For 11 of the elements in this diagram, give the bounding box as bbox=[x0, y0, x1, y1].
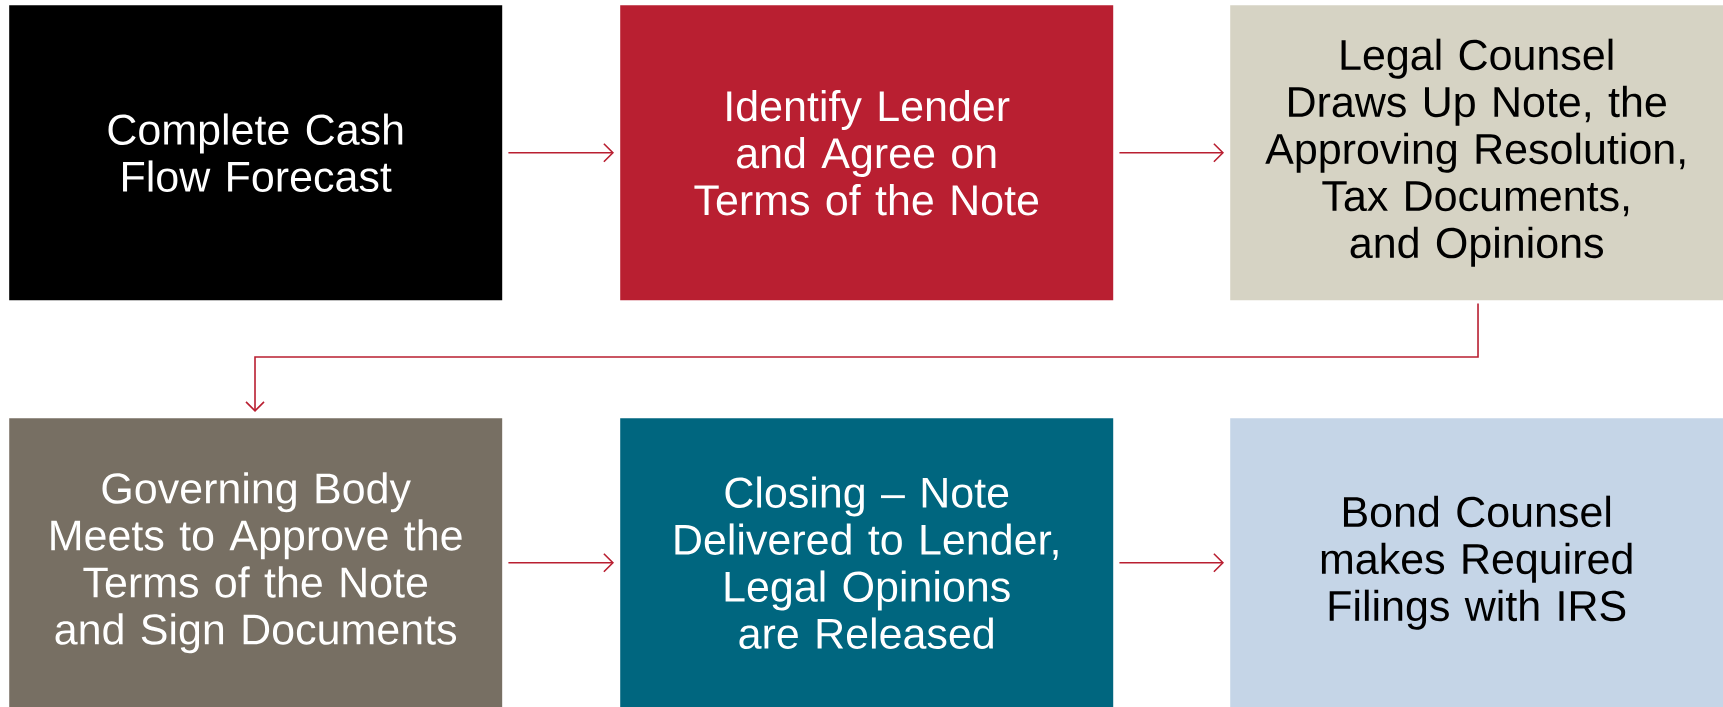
process-box: Complete Cash Flow Forecast bbox=[9, 5, 503, 301]
process-box: Identify Lender and Agree on Terms of the Note bbox=[620, 5, 1114, 301]
arrow bbox=[507, 552, 614, 573]
process-box: Governing Body Meets to Approve the Terms of the Note and Sign Documents bbox=[9, 418, 503, 707]
process-box: Bond Counsel makes Required Filings with IRS bbox=[1230, 418, 1723, 707]
process-box: Legal Counsel Draws Up Note, the Approving Resolution, Tax Documents, and Opinions bbox=[1230, 5, 1723, 301]
process-box: Closing – Note Delivered to Lender, Legal Opinions are Released bbox=[620, 418, 1114, 707]
arrow bbox=[1118, 142, 1225, 163]
arrow bbox=[507, 142, 614, 163]
arrow bbox=[245, 302, 1479, 412]
arrow bbox=[1118, 552, 1225, 573]
